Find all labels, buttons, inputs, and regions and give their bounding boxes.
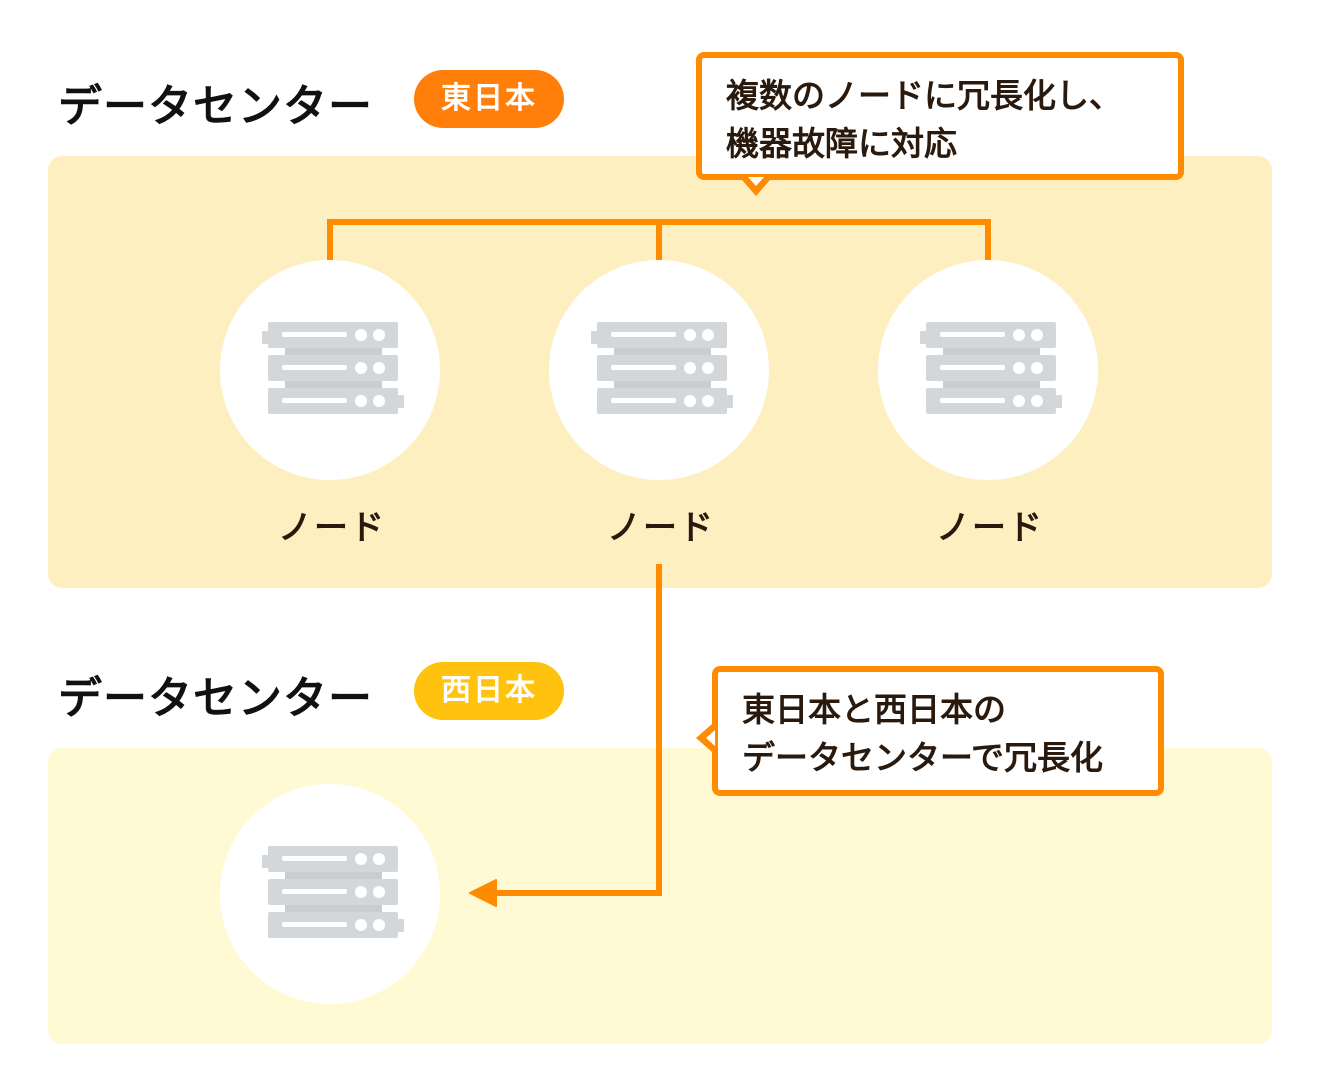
server-rack-icon (591, 322, 733, 414)
server-rack-icon (262, 322, 404, 414)
region-badge-east: 東日本 (414, 70, 564, 128)
replication-connector (492, 564, 662, 896)
node-bracket-connector (327, 219, 991, 262)
node-label: ノード (607, 508, 715, 548)
callout-line: 東日本と西日本の (742, 690, 1006, 729)
replication-arrowhead-icon (469, 879, 497, 907)
node-east-3 (878, 260, 1098, 480)
callout-node-redundancy: 複数のノードに冗長化し、 機器故障に対応 (696, 52, 1184, 196)
region-badge-west: 西日本 (414, 662, 564, 720)
node-east-2 (549, 260, 769, 480)
callout-datacenter-redundancy: 東日本と西日本の データセンターで冗長化 (696, 666, 1164, 796)
node-label: ノード (278, 508, 386, 548)
server-rack-icon (920, 322, 1062, 414)
server-rack-icon (262, 846, 404, 938)
node-label: ノード (936, 508, 1044, 548)
callout-pointer-inner (748, 177, 764, 186)
datacenter-east-heading: データセンター (58, 81, 373, 132)
node-west-1 (220, 784, 440, 1004)
callout-line: データセンターで冗長化 (742, 738, 1104, 777)
node-east-1 (220, 260, 440, 480)
callout-line: 機器故障に対応 (726, 124, 957, 163)
datacenter-west-heading: データセンター (58, 673, 373, 724)
callout-line: 複数のノードに冗長化し、 (726, 76, 1122, 115)
callout-pointer-inner (706, 730, 715, 746)
